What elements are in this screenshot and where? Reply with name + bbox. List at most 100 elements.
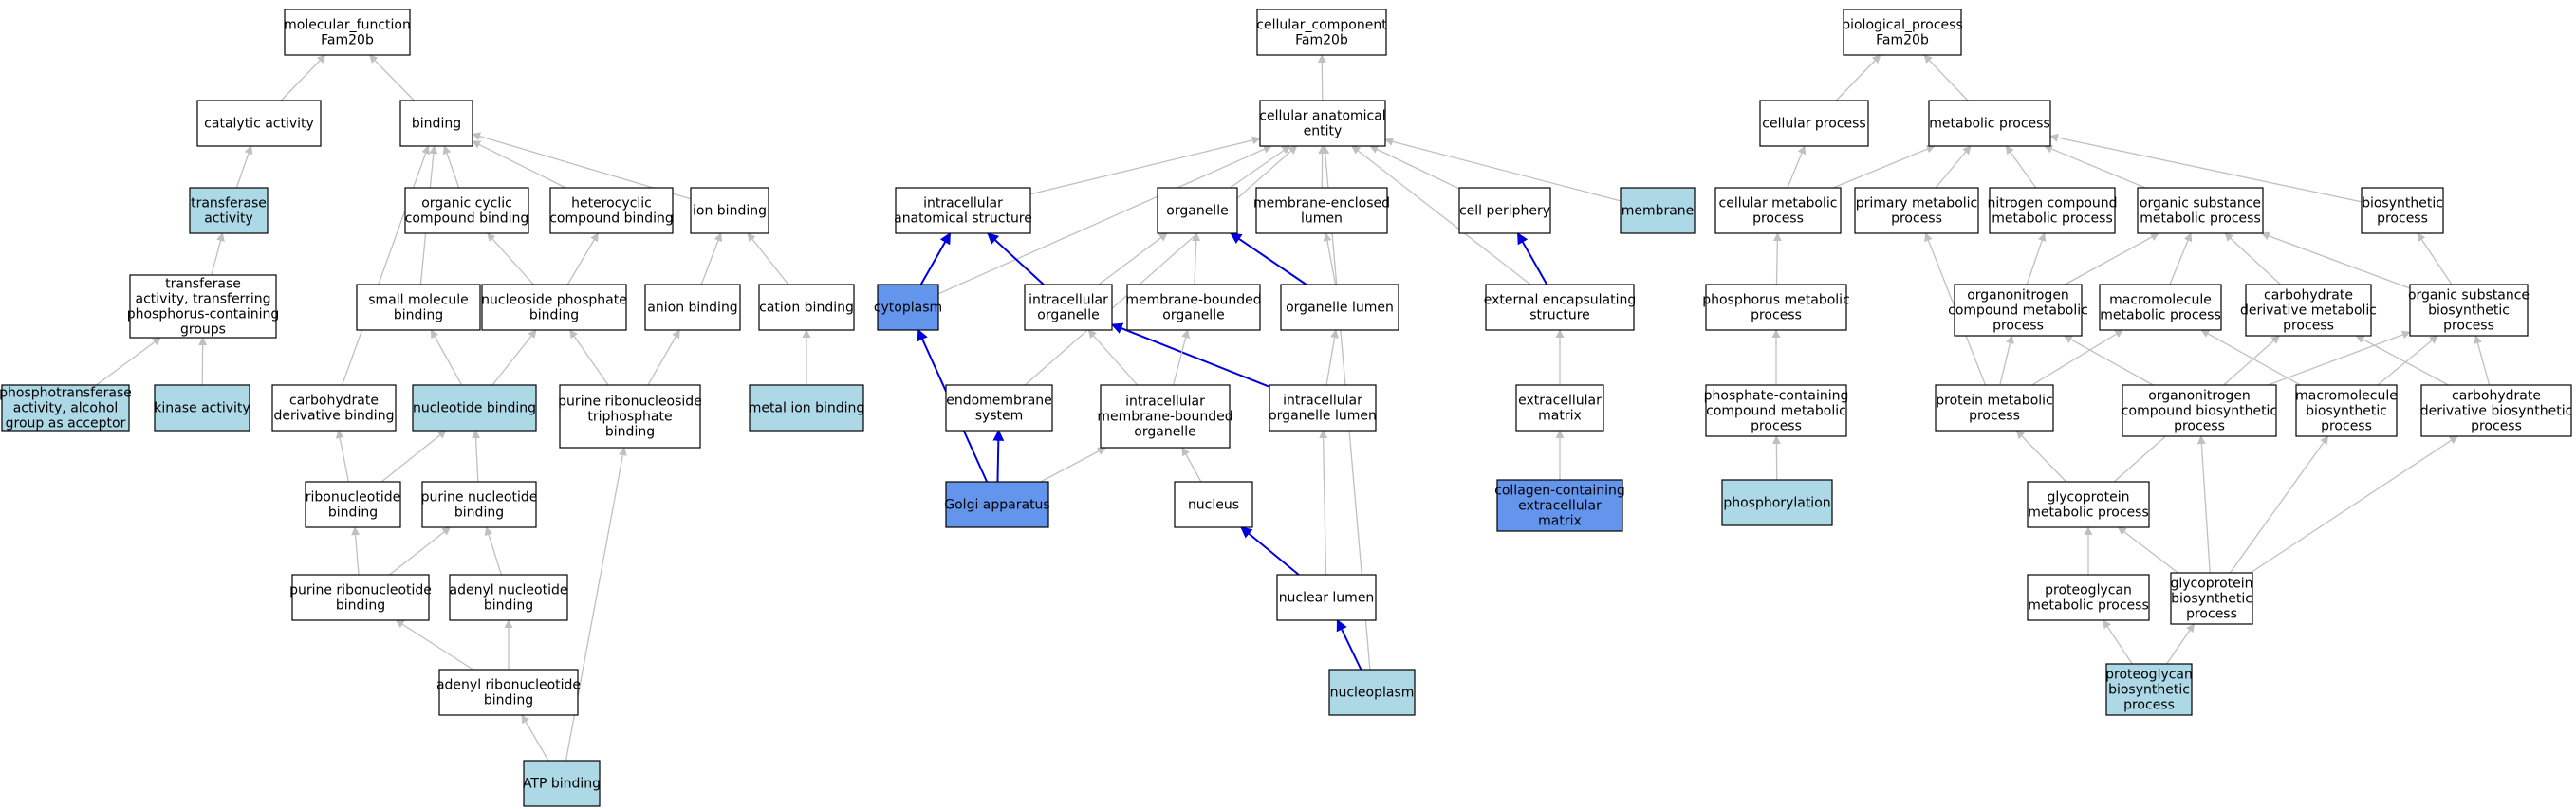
node-ion-binding[interactable]: ion binding [690, 187, 769, 234]
node-phosphorylation[interactable]: phosphorylation [1721, 479, 1833, 526]
node-nucleoplasm[interactable]: nucleoplasm [1328, 669, 1416, 716]
node-label-line: metal ion binding [749, 400, 865, 415]
node-cation-binding[interactable]: cation binding [758, 284, 855, 331]
node-atp-binding[interactable]: ATP binding [523, 760, 601, 807]
node-membrane[interactable]: membrane [1620, 187, 1696, 234]
node-label-line: lumen [1301, 211, 1343, 226]
node-label-line: membrane-bounded [1097, 409, 1232, 424]
node-label-line: nucleotide binding [413, 400, 536, 415]
node-box [2361, 187, 2444, 234]
node-label-line: compound metabolic [1948, 303, 2088, 318]
node-box [189, 187, 269, 234]
node-label-line: process [2471, 418, 2522, 433]
edge-intracellular_organelle-to-ias [987, 232, 1045, 285]
node-organelle-lumen[interactable]: organelle lumen [1280, 284, 1399, 331]
node-label-line: cellular anatomical [1259, 108, 1385, 123]
edge-carbohydrate_deriv_binding-to-binding [342, 145, 430, 386]
node-cell-periphery[interactable]: cell periphery [1458, 187, 1551, 234]
edge-organic_substance_biosynthetic-to-organic_substance_metabolic [2260, 231, 2411, 289]
node-label-line: organelle [1037, 307, 1099, 322]
node-nucleotide-binding[interactable]: nucleotide binding [412, 384, 537, 432]
node-label-line: Golgi apparatus [944, 497, 1049, 512]
node-label-line: process [2174, 418, 2225, 433]
node-label-line: biosynthetic [2171, 591, 2252, 606]
node-organelle[interactable]: organelle [1157, 187, 1238, 234]
node-label-line: process [1752, 211, 1804, 226]
node-label-line: primary metabolic [1856, 195, 1978, 211]
edge-purine_ribonucleotide-to-ribonucleotide [351, 526, 361, 576]
node-metabolic-process[interactable]: metabolic process [1928, 100, 2051, 147]
edge-external_encapsulating-to-cae [1351, 145, 1531, 285]
node-binding[interactable]: binding [399, 100, 473, 147]
node-box [154, 384, 250, 432]
node-label-line: adenyl ribonucleotide [436, 677, 581, 692]
node-box [1759, 100, 1869, 147]
node-anion-binding[interactable]: anion binding [644, 284, 741, 331]
node-golgi[interactable]: Golgi apparatus [944, 481, 1050, 528]
node-box [2099, 284, 2222, 331]
node-nuclear-lumen[interactable]: nuclear lumen [1276, 574, 1377, 621]
node-box [1714, 187, 1842, 234]
node-metal-ion[interactable]: metal ion binding [749, 384, 865, 432]
node-box [2420, 384, 2572, 437]
node-catalytic[interactable]: catalytic activity [196, 100, 322, 147]
node-kinase[interactable]: kinase activity [154, 384, 250, 432]
node-label-line: nuclear lumen [1279, 590, 1375, 605]
edge-organelle_lumen-to-membrane_enclosed_lumen [1323, 232, 1337, 285]
node-box [1269, 384, 1377, 432]
node-nucleus[interactable]: nucleus [1174, 481, 1253, 528]
node-label-line: process [2377, 211, 2428, 226]
node-cellular-process[interactable]: cellular process [1759, 100, 1869, 147]
node-box [2027, 574, 2150, 621]
node-cytoplasm[interactable]: cytoplasm [874, 284, 942, 331]
node-label-line: membrane [1622, 203, 1695, 218]
